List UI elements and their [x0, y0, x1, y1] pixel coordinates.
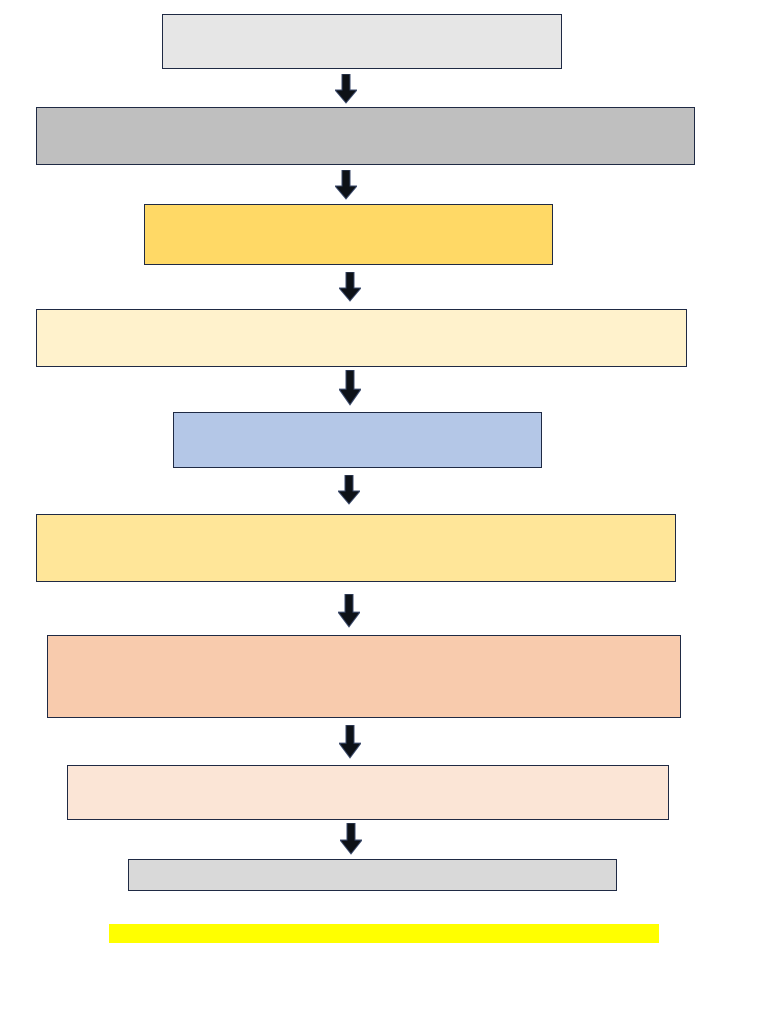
down-arrow-icon [338, 475, 360, 505]
down-arrow-icon [340, 823, 362, 855]
flow-step-1 [162, 14, 562, 69]
down-arrow-icon [339, 725, 361, 759]
flow-step-5 [173, 412, 542, 468]
flow-step-4 [36, 309, 687, 367]
down-arrow-icon [339, 370, 361, 406]
flow-step-6 [36, 514, 676, 582]
highlight-bar [109, 924, 659, 943]
flow-step-7 [47, 635, 681, 718]
down-arrow-icon [338, 594, 360, 628]
down-arrow-icon [335, 74, 357, 104]
flow-step-9 [128, 859, 617, 891]
down-arrow-icon [335, 170, 357, 200]
flow-step-2 [36, 107, 695, 165]
down-arrow-icon [339, 272, 361, 302]
flow-step-3 [144, 204, 553, 265]
flow-step-8 [67, 765, 669, 820]
